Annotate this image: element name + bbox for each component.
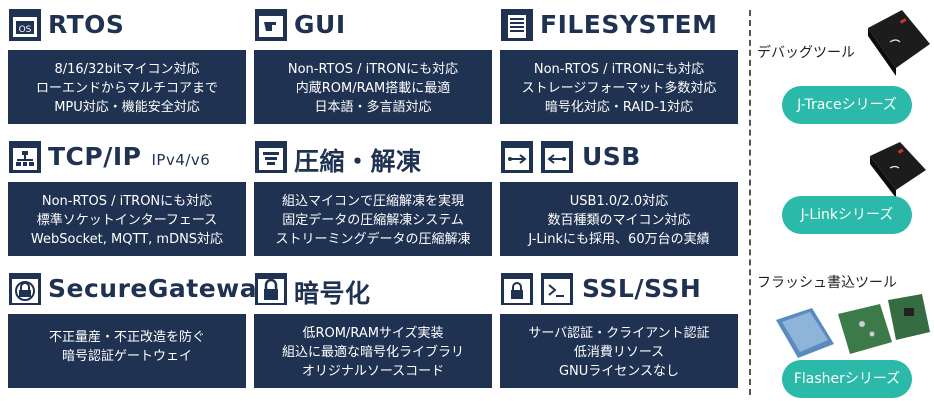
description-line: 低消費リソース	[573, 345, 665, 360]
card-header: SecureGateway	[8, 268, 273, 308]
description-line: 8/16/32bitマイコン対応	[54, 62, 200, 77]
description-line: WebSocket, MQTT, mDNS対応	[30, 232, 224, 247]
card-description: Non-RTOS / iTRONにも対応 標準ソケットインターフェース WebS…	[8, 182, 246, 256]
card-title: GUI	[294, 10, 346, 39]
description-line: ローエンドからマルチコアまで	[35, 81, 218, 96]
card-description: 8/16/32bitマイコン対応 ローエンドからマルチコアまで MPU対応・機能…	[8, 50, 246, 124]
description-line: 低ROM/RAMサイズ実装	[302, 326, 444, 341]
j-trace-device-image	[868, 10, 930, 76]
description-line: Non-RTOS / iTRONにも対応	[533, 62, 705, 77]
card-title: 圧縮・解凍	[294, 147, 422, 176]
card-header: OS RTOS	[8, 4, 246, 44]
description-line: ストリーミングデータの圧縮解凍	[275, 232, 471, 247]
description-line: 標準ソケットインターフェース	[36, 213, 218, 228]
card-description: Non-RTOS / iTRONにも対応 ストレージフォーマット多数対応 暗号化…	[500, 50, 738, 124]
card-header: GUI	[254, 4, 492, 44]
description-line: オリジナルソースコード	[301, 364, 445, 379]
description-line: 組込に最適な暗号化ライブラリ	[281, 345, 464, 360]
card-header: USB	[500, 136, 738, 176]
card-title: USB	[582, 142, 641, 171]
card-description: 低ROM/RAMサイズ実装 組込に最適な暗号化ライブラリ オリジナルソースコード	[254, 314, 492, 388]
description-line: MPU対応・機能安全対応	[54, 100, 200, 115]
section-divider	[749, 10, 751, 395]
flasher-devices-image	[776, 294, 930, 358]
description-line: 暗号化対応・RAID-1対応	[544, 100, 694, 115]
card-description: USB1.0/2.0対応 数百種類のマイコン対応 J-Linkにも採用、60万台…	[500, 182, 738, 256]
card-title: SecureGateway	[48, 274, 274, 303]
card-title: FILESYSTEM	[540, 10, 718, 39]
description-line: 日本語・多言語対応	[314, 100, 432, 115]
description-line: USB1.0/2.0対応	[569, 194, 669, 209]
card-title: RTOS	[48, 10, 125, 39]
card-header: 暗号化	[254, 268, 492, 308]
rtos-os-icon: OS	[9, 9, 41, 41]
j-trace-series-button[interactable]: J-Traceシリーズ	[782, 86, 912, 124]
card-description: 不正量産・不正改造を防ぐ 暗号認証ゲートウェイ	[8, 314, 246, 388]
card-subtitle: IPv4/v6	[151, 151, 211, 169]
filesystem-icon	[501, 9, 533, 41]
description-line: GNUライセンスなし	[558, 364, 680, 379]
j-link-series-button[interactable]: J-Linkシリーズ	[782, 196, 912, 234]
description-line: 暗号認証ゲートウェイ	[61, 349, 192, 364]
description-line: J-Linkにも採用、60万台の実績	[528, 232, 710, 247]
ssh-terminal-icon	[541, 273, 573, 305]
network-icon	[9, 141, 41, 173]
description-line: サーバ認証・クライアント認証	[528, 326, 710, 341]
description-line: 内蔵ROM/RAM搭載に最適	[295, 81, 451, 96]
card-title: SSL/SSH	[582, 274, 702, 303]
description-line: 数百種類のマイコン対応	[547, 213, 691, 228]
description-line: Non-RTOS / iTRONにも対応	[41, 194, 213, 209]
card-header: FILESYSTEM	[500, 4, 738, 44]
lock-icon	[255, 273, 287, 305]
usb-host-icon	[501, 141, 533, 173]
description-line: ストレージフォーマット多数対応	[521, 81, 717, 96]
description-line: 固定データの圧縮解凍システム	[282, 213, 464, 228]
ssl-lock-icon	[501, 273, 533, 305]
secure-gateway-icon	[9, 273, 41, 305]
debug-tools-label: デバッグツール	[757, 45, 855, 61]
svg-text:OS: OS	[19, 25, 32, 35]
compression-icon	[255, 141, 287, 173]
j-link-device-image	[870, 142, 926, 198]
card-header: SSL/SSH	[500, 268, 738, 308]
card-description: サーバ認証・クライアント認証 低消費リソース GNUライセンスなし	[500, 314, 738, 388]
card-description: 組込マイコンで圧縮解凍を実現 固定データの圧縮解凍システム ストリーミングデータ…	[254, 182, 492, 256]
description-line: 不正量産・不正改造を防ぐ	[48, 330, 205, 345]
flasher-series-button[interactable]: Flasherシリーズ	[782, 360, 912, 398]
gui-window-icon	[255, 9, 287, 41]
card-header: 圧縮・解凍	[254, 136, 492, 176]
card-title: 暗号化	[294, 279, 371, 308]
description-line: Non-RTOS / iTRONにも対応	[287, 62, 459, 77]
card-description: Non-RTOS / iTRONにも対応 内蔵ROM/RAM搭載に最適 日本語・…	[254, 50, 492, 124]
usb-device-icon	[541, 141, 573, 173]
description-line: 組込マイコンで圧縮解凍を実現	[281, 194, 464, 209]
flash-tools-label: フラッシュ書込ツール	[757, 275, 897, 291]
